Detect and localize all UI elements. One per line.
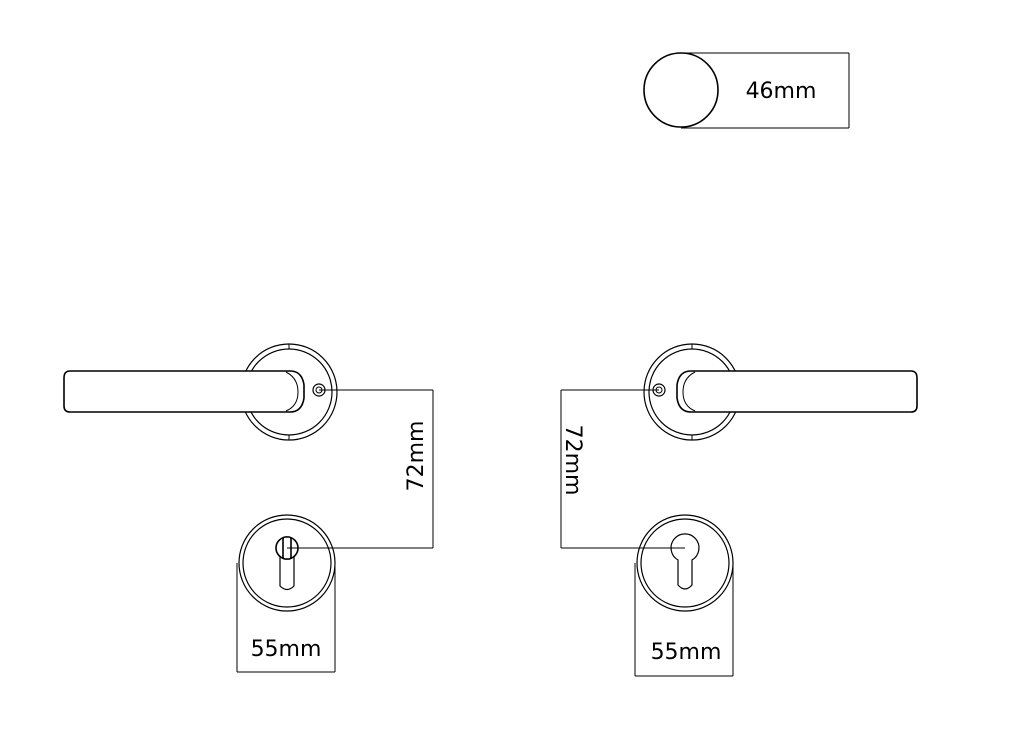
right-escutcheon-outer [636,514,734,612]
left-escutcheon-inner [242,518,332,608]
left-center-distance-label: 72mm [404,421,429,492]
knob-circle [643,52,719,128]
knob-end-view: 46mm [643,52,850,129]
right-escutcheon-inner [640,518,730,608]
left-escutcheon-outer [238,514,336,612]
left-lever-handle [63,370,305,413]
left-escutcheon-label: 55mm [251,637,322,662]
right-center-distance-label: 72mm [560,425,585,496]
left-cylinder-slot [279,555,295,591]
right-keyhole [670,533,700,590]
right-lever-handle [676,370,918,413]
right-escutcheon-label: 55mm [651,640,722,665]
left-handle-assembly: 72mm 55mm [63,343,434,673]
knob-diameter-label: 46mm [746,79,817,104]
right-handle-assembly: 72mm 55mm [560,343,918,677]
